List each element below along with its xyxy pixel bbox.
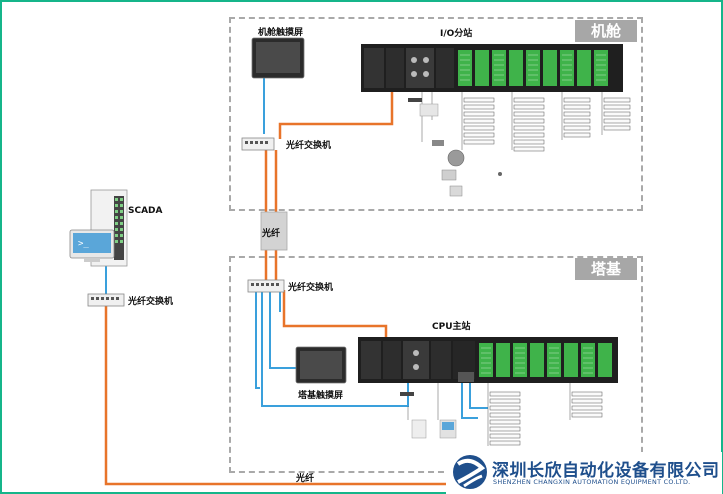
nacelle-touchscreen	[251, 37, 305, 79]
io-substation-rack	[361, 44, 623, 92]
tower-touchscreen-label: 塔基触摸屏	[298, 391, 344, 401]
scada-label: SCADA	[128, 206, 163, 216]
tower-touchscreen	[295, 346, 347, 384]
eth-link-tower-touch-2	[269, 290, 298, 369]
tower-switch-label: 光纤交换机	[288, 283, 334, 293]
io-field-devices	[408, 92, 502, 197]
nacelle-switch-label: 光纤交换机	[286, 141, 332, 151]
eth-link-cpu-4	[469, 382, 488, 409]
nacelle-zone-tag: 机舱	[575, 20, 637, 42]
cpu-station-label: CPU主站	[432, 322, 471, 332]
switch-tower	[247, 279, 285, 293]
fiber-junction-box	[260, 211, 288, 251]
bottom-fiber-label: 光纤	[296, 474, 315, 484]
fiber-box-label: 光纤	[262, 229, 281, 239]
fiber-link-io-station	[278, 92, 394, 139]
svg-text:>_: >_	[78, 239, 89, 249]
io-substation-label: I/O分站	[440, 29, 473, 39]
cpu-signal-lists	[487, 383, 603, 446]
nacelle-zone	[229, 17, 643, 211]
eth-link-tower-touch-1	[255, 290, 260, 389]
fiber-link-scada	[104, 306, 450, 486]
ethernet-links	[105, 78, 488, 419]
switch-nacelle	[241, 137, 275, 151]
cpu-field-devices	[400, 372, 474, 439]
fiber-link-cpu-station	[282, 290, 388, 337]
nacelle-touchscreen-label: 机舱触摸屏	[258, 28, 304, 38]
tower-base-zone	[229, 256, 643, 473]
company-name-cn: 深圳长欣自动化设备有限公司	[492, 461, 720, 481]
tower-base-zone-tag: 塔基	[575, 258, 637, 280]
cpu-station-rack	[358, 337, 618, 383]
scada-computer: >_	[69, 189, 128, 267]
cpu-modules	[479, 343, 612, 377]
io-modules	[458, 50, 608, 86]
company-name-en: SHENZHEN CHANGXIN AUTOMATION EQUIPMENT C…	[493, 478, 691, 486]
eth-link-cpu-3	[461, 382, 478, 419]
switch-scada	[87, 293, 125, 307]
fiber-links	[104, 92, 450, 486]
scada-switch-label: 光纤交换机	[128, 297, 174, 307]
io-signal-lists	[461, 92, 631, 152]
